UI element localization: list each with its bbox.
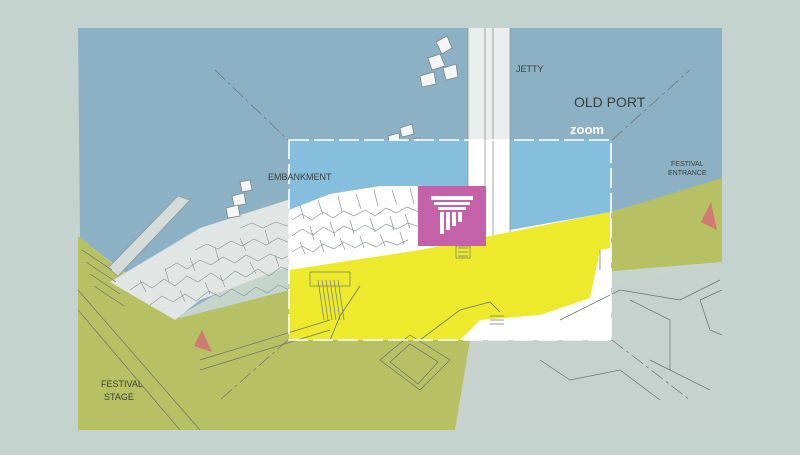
entrance-marker-icon <box>701 202 717 230</box>
zoom-detail <box>289 140 611 340</box>
left-pier <box>107 195 191 277</box>
yellow-area <box>289 212 611 340</box>
green-area-right <box>602 178 722 272</box>
festival-entrance-label-line2: ENTRANCE <box>668 170 707 177</box>
old-port-label: OLD PORT <box>574 94 646 110</box>
festival-stage-label-line2: STAGE <box>104 392 134 402</box>
festival-entrance-label-line1: FESTIVAL <box>671 161 704 168</box>
site-outlines <box>78 249 722 430</box>
jetty-label: JETTY <box>516 64 544 74</box>
embankment-label: EMBANKMENT <box>268 172 332 182</box>
zoom-label: zoom <box>570 122 604 137</box>
zoom-frame <box>288 139 612 341</box>
column-capital-icon <box>418 186 486 246</box>
zoom-road <box>460 248 611 340</box>
map-frame: OLD PORT JETTY zoom EMBANKMENT FESTIVAL … <box>78 28 722 430</box>
gray-land-bottom <box>455 262 722 430</box>
festival-stage-label-line1: FESTIVAL <box>101 379 143 389</box>
construction-lines <box>214 69 691 401</box>
stage-marker-icon <box>194 330 212 352</box>
